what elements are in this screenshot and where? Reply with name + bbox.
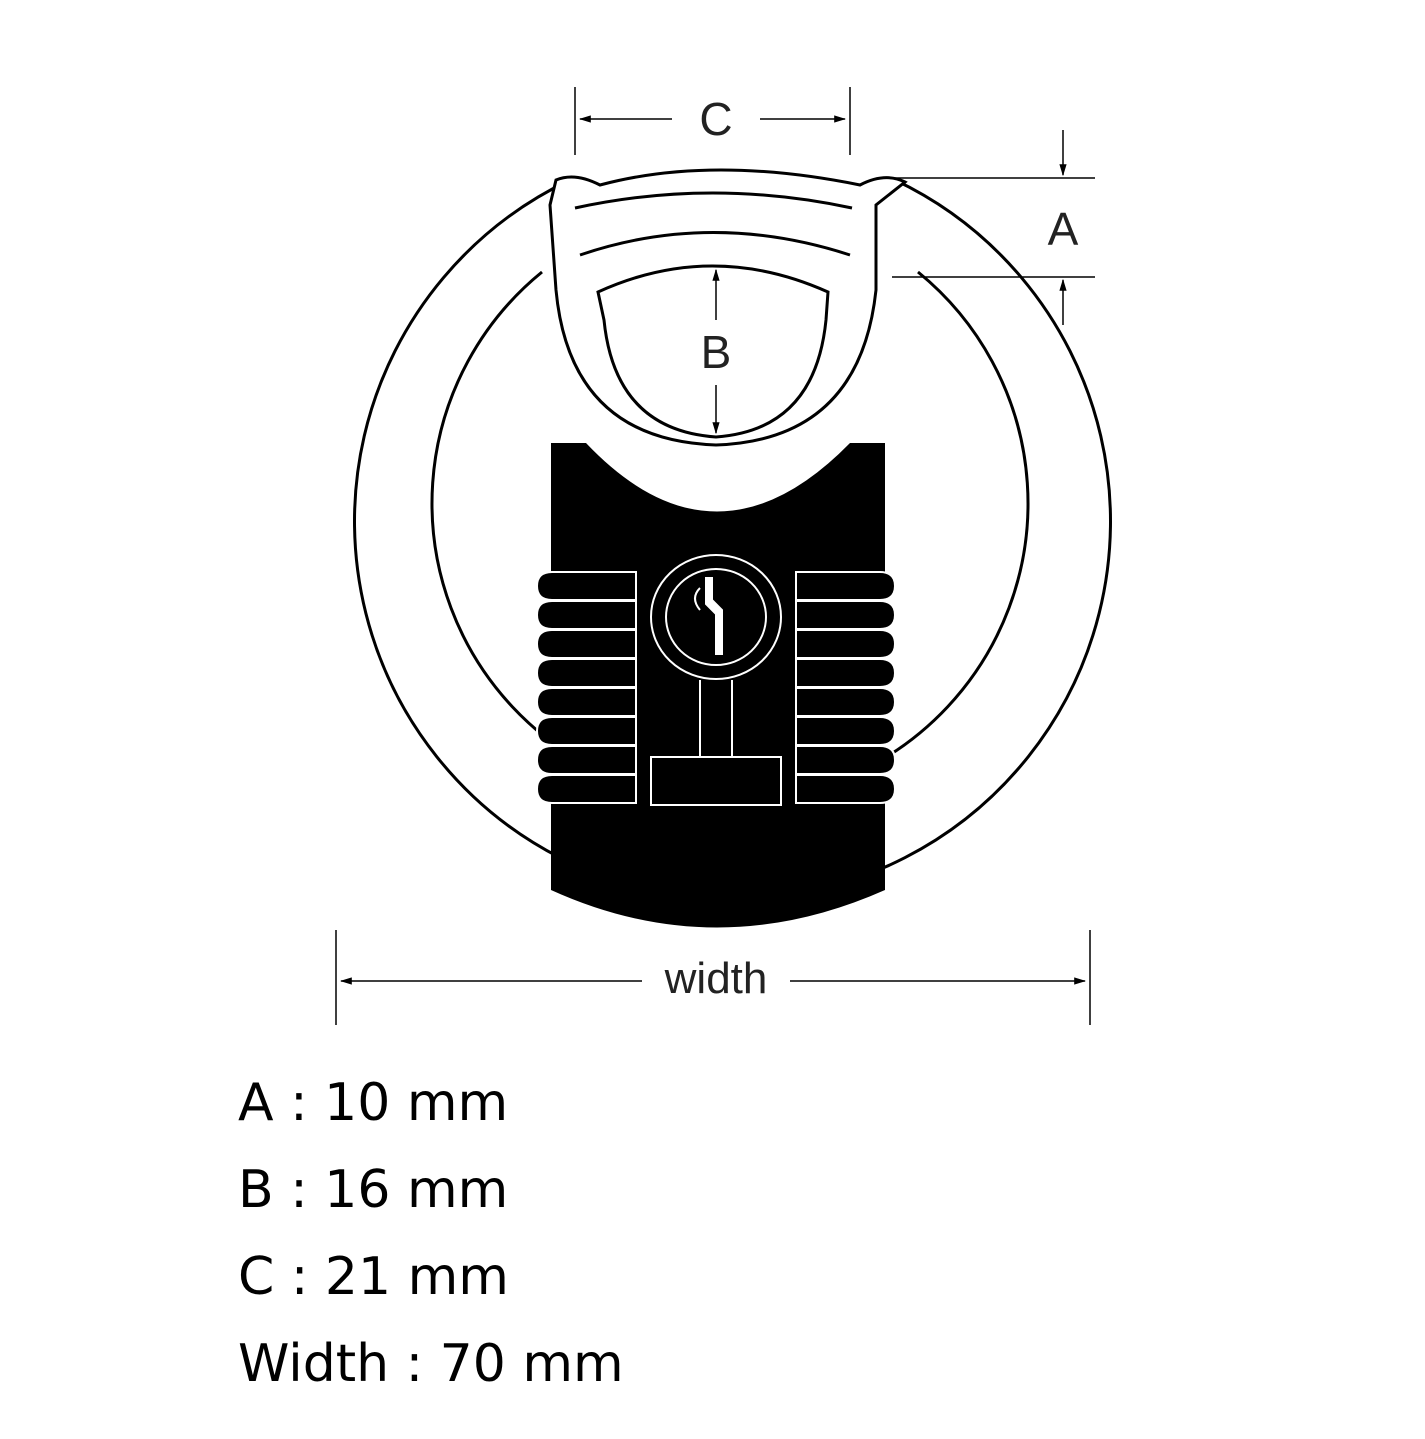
shackle-band-1 — [574, 191, 853, 210]
keyway-icon — [650, 554, 782, 806]
lock-body-shape — [551, 443, 885, 928]
shackle — [548, 168, 908, 447]
right-ribs — [795, 571, 897, 804]
key-slot-left-hook — [694, 587, 701, 611]
spec-b: B : 16 mm — [238, 1160, 509, 1220]
dimension-width-label: width — [664, 954, 768, 1003]
dimension-c-label: C — [699, 93, 732, 145]
dimension-width — [335, 930, 1091, 1025]
shackle-inner — [596, 264, 830, 439]
key-cylinder-outer — [650, 554, 782, 680]
dimension-a-label: A — [1048, 203, 1079, 255]
dimension-specs-list: A : 10 mm B : 16 mm C : 21 mm Width : 70… — [238, 1060, 624, 1408]
dimension-a — [892, 130, 1095, 325]
padlock-dimension-diagram: C A B width — [335, 87, 1112, 1025]
lock-body — [535, 443, 897, 928]
spec-a: A : 10 mm — [238, 1073, 509, 1133]
spec-width: Width : 70 mm — [238, 1334, 624, 1394]
key-base-plate — [650, 756, 782, 806]
dimension-c — [574, 87, 851, 155]
key-slot — [705, 577, 723, 655]
dimension-b-label: B — [701, 326, 732, 378]
key-cylinder-inner — [665, 568, 767, 666]
shackle-band-2 — [579, 231, 851, 257]
spec-c: C : 21 mm — [238, 1247, 509, 1307]
key-stem — [699, 680, 733, 757]
left-ribs — [535, 571, 637, 804]
